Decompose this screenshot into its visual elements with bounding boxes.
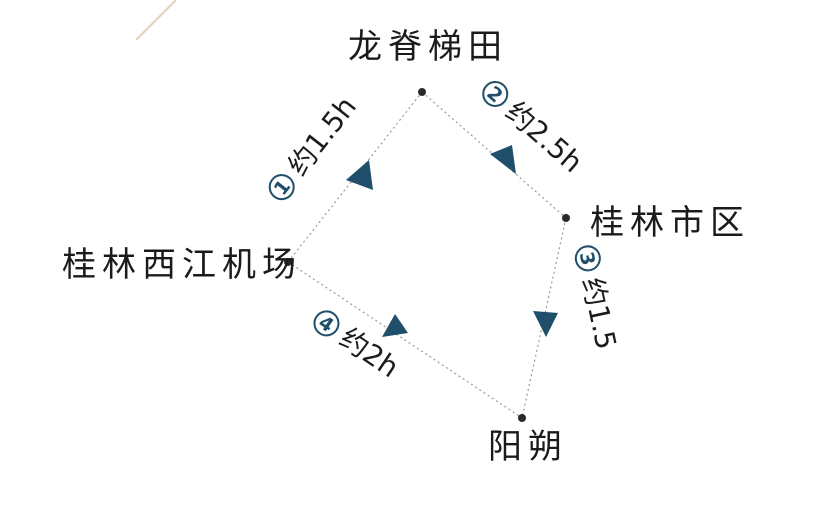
segment-1-label: 1 约1.5h xyxy=(268,90,363,201)
place-airport: 桂林西江机场 xyxy=(62,245,302,285)
segment-duration: 约1.5 xyxy=(575,275,622,353)
route-city-yangshuo xyxy=(521,217,567,419)
place-longji: 龙脊梯田 xyxy=(348,27,508,67)
segment-3-label: 3 约1.5 xyxy=(574,245,623,353)
number-circle-icon xyxy=(313,310,340,337)
number-circle-icon xyxy=(574,245,601,272)
segment-4-label: 4 约2h xyxy=(313,310,405,384)
number-circle-icon xyxy=(482,80,509,107)
node-guilin-city xyxy=(562,214,570,222)
place-yangshuo: 阳朔 xyxy=(488,427,568,467)
route-airport-longji xyxy=(287,91,423,263)
segment-2-label: 2 约2.5h xyxy=(482,80,589,179)
arrow-icon xyxy=(533,311,558,337)
node-longji xyxy=(418,88,426,96)
number-circle-icon xyxy=(268,174,295,201)
segment-duration: 约1.5h xyxy=(281,90,363,181)
arrow-icon xyxy=(490,145,516,174)
segment-number: 3 xyxy=(575,250,599,268)
node-yangshuo xyxy=(518,414,526,422)
arrow-icon xyxy=(382,314,408,337)
node-airport xyxy=(284,258,292,266)
arrow-icon xyxy=(346,160,373,190)
place-guilin-city: 桂林市区 xyxy=(590,203,750,243)
route-airport-yangshuo xyxy=(287,261,523,419)
decor-stroke xyxy=(135,0,177,41)
